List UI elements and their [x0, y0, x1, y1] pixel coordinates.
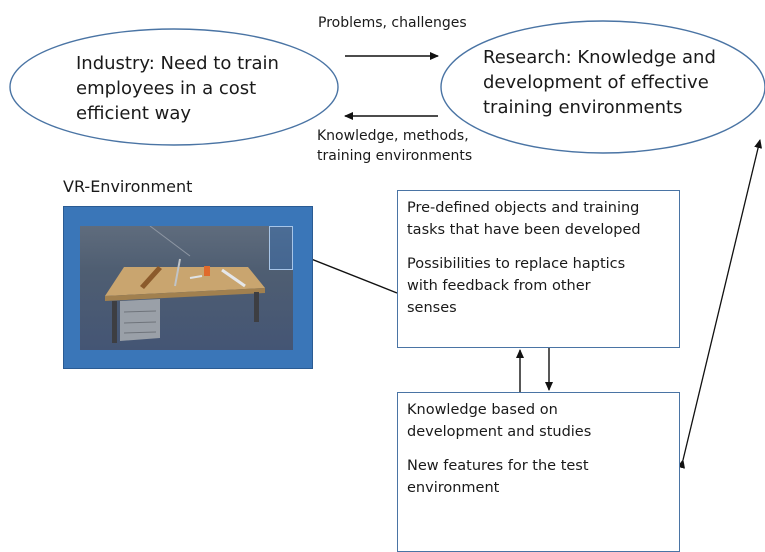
vr-side-panel	[269, 226, 293, 270]
predefined-line-3: Possibilities to replace haptics	[407, 256, 626, 272]
industry-line-1: Industry: Need to train	[76, 53, 279, 74]
knowledge-box: Knowledge based on development and studi…	[397, 392, 680, 552]
vr-title: VR-Environment	[63, 177, 193, 196]
research-text: Research: Knowledge and development of e…	[483, 45, 716, 120]
knowledge-line-2: development and studies	[407, 424, 592, 440]
industry-line-3: efficient way	[76, 103, 192, 124]
research-line-2: development of effective	[483, 72, 709, 93]
knowledge-label-line-2: training environments	[317, 148, 473, 164]
knowledge-box-text: Knowledge based on development and studi…	[407, 399, 591, 499]
desk-with-tools-icon	[105, 226, 265, 343]
research-line-3: training environments	[483, 97, 683, 118]
knowledge-line-4: environment	[407, 480, 500, 496]
problems-label: Problems, challenges	[318, 15, 467, 31]
bidirectional-arrow	[677, 139, 763, 469]
predefined-box-text: Pre-defined objects and training tasks t…	[407, 197, 641, 319]
industry-line-2: employees in a cost	[76, 78, 257, 99]
knowledge-methods-label: Knowledge, methods, training environment…	[317, 126, 472, 166]
predefined-line-5: senses	[407, 300, 457, 316]
predefined-objects-box: Pre-defined objects and training tasks t…	[397, 190, 680, 348]
knowledge-line-1: Knowledge based on	[407, 402, 558, 418]
predefined-line-1: Pre-defined objects and training	[407, 200, 640, 216]
predefined-line-2: tasks that have been developed	[407, 222, 641, 238]
industry-ellipse	[9, 28, 339, 146]
knowledge-label-line-1: Knowledge, methods,	[317, 128, 469, 144]
predefined-line-4: with feedback from other	[407, 278, 591, 294]
industry-text: Industry: Need to train employees in a c…	[76, 51, 279, 126]
research-ellipse	[440, 20, 765, 154]
knowledge-line-3: New features for the test	[407, 458, 589, 474]
research-line-1: Research: Knowledge and	[483, 47, 716, 68]
vr-scene-image	[80, 226, 293, 350]
